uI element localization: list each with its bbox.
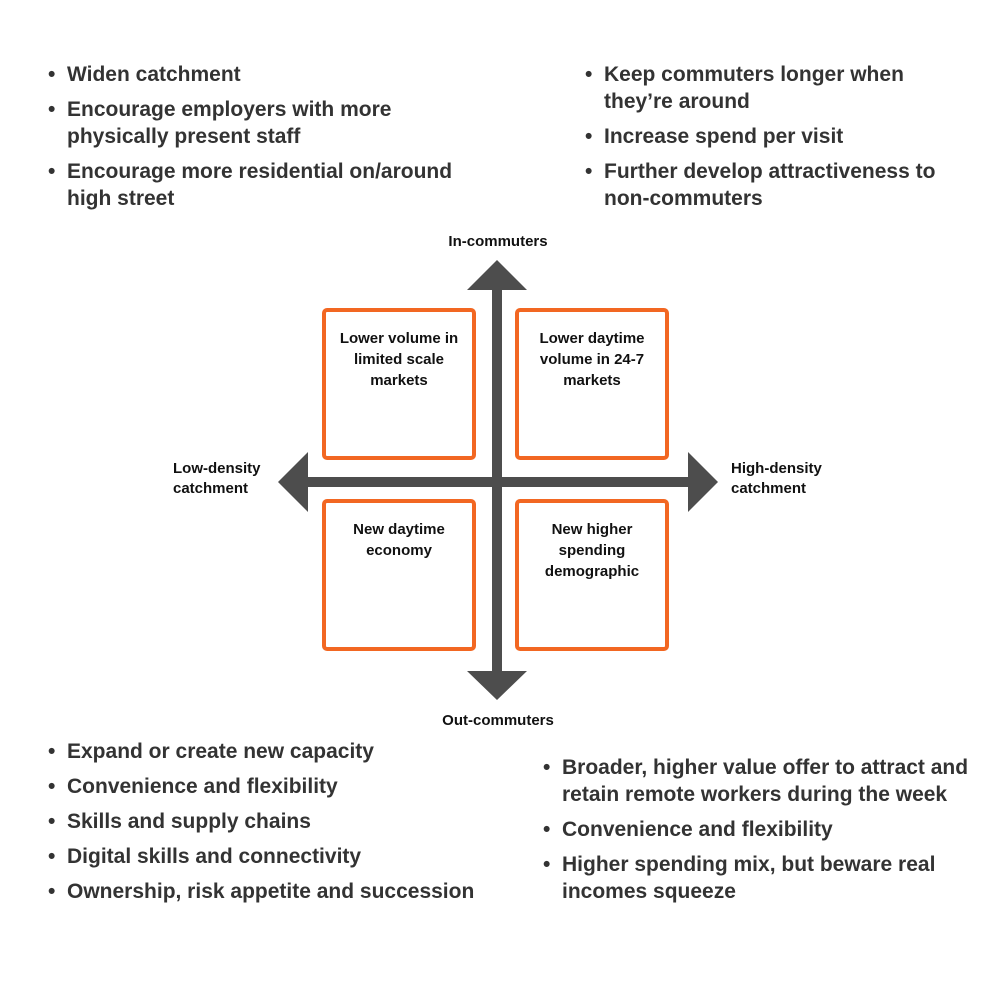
quadrant-bottom-right: New higher spending demographic: [515, 499, 669, 651]
quadrant-top-left: Lower volume in limited scale markets: [322, 308, 476, 460]
axis-label-bottom: Out-commuters: [442, 712, 554, 729]
top-right-action-list: Keep commuters longer when they’re aroun…: [585, 61, 975, 220]
axis-label-top: In-commuters: [448, 233, 548, 250]
bottom-right-action-list: Broader, higher value offer to attract a…: [543, 754, 983, 913]
list-item: Convenience and flexibility: [48, 773, 488, 800]
quadrant-label: Lower daytime volume in 24-7 markets: [539, 330, 645, 389]
quadrant-top-right: Lower daytime volume in 24-7 markets: [515, 308, 669, 460]
axis-label-left: Low-density catchment: [173, 460, 261, 497]
list-item: Skills and supply chains: [48, 808, 488, 835]
bottom-left-action-list: Expand or create new capacity Convenienc…: [48, 738, 488, 913]
axis-label-right: High-density catchment: [731, 460, 822, 497]
list-item: Digital skills and connectivity: [48, 843, 488, 870]
list-item: Ownership, risk appetite and succession: [48, 878, 488, 905]
list-item: Convenience and flexibility: [543, 816, 983, 843]
list-item: Expand or create new capacity: [48, 738, 488, 765]
arrow-right-icon: [688, 452, 718, 512]
quadrant-label: New higher spending demographic: [544, 521, 640, 580]
arrow-left-icon: [278, 452, 308, 512]
arrow-up-icon: [467, 260, 527, 290]
list-item: Encourage employers with more physically…: [48, 96, 488, 150]
list-item: Encourage more residential on/around hig…: [48, 158, 488, 212]
quadrant-label: New daytime economy: [353, 521, 445, 559]
list-item: Further develop attractiveness to non-co…: [585, 158, 975, 212]
arrow-down-icon: [467, 671, 527, 700]
quadrant-label: Lower volume in limited scale markets: [339, 330, 459, 389]
list-item: Keep commuters longer when they’re aroun…: [585, 61, 975, 115]
list-item: Widen catchment: [48, 61, 488, 88]
horizontal-axis-line: [305, 477, 689, 487]
list-item: Increase spend per visit: [585, 123, 975, 150]
list-item: Broader, higher value offer to attract a…: [543, 754, 983, 808]
top-left-action-list: Widen catchment Encourage employers with…: [48, 61, 488, 220]
list-item: Higher spending mix, but beware real inc…: [543, 851, 983, 905]
quadrant-bottom-left: New daytime economy: [322, 499, 476, 651]
